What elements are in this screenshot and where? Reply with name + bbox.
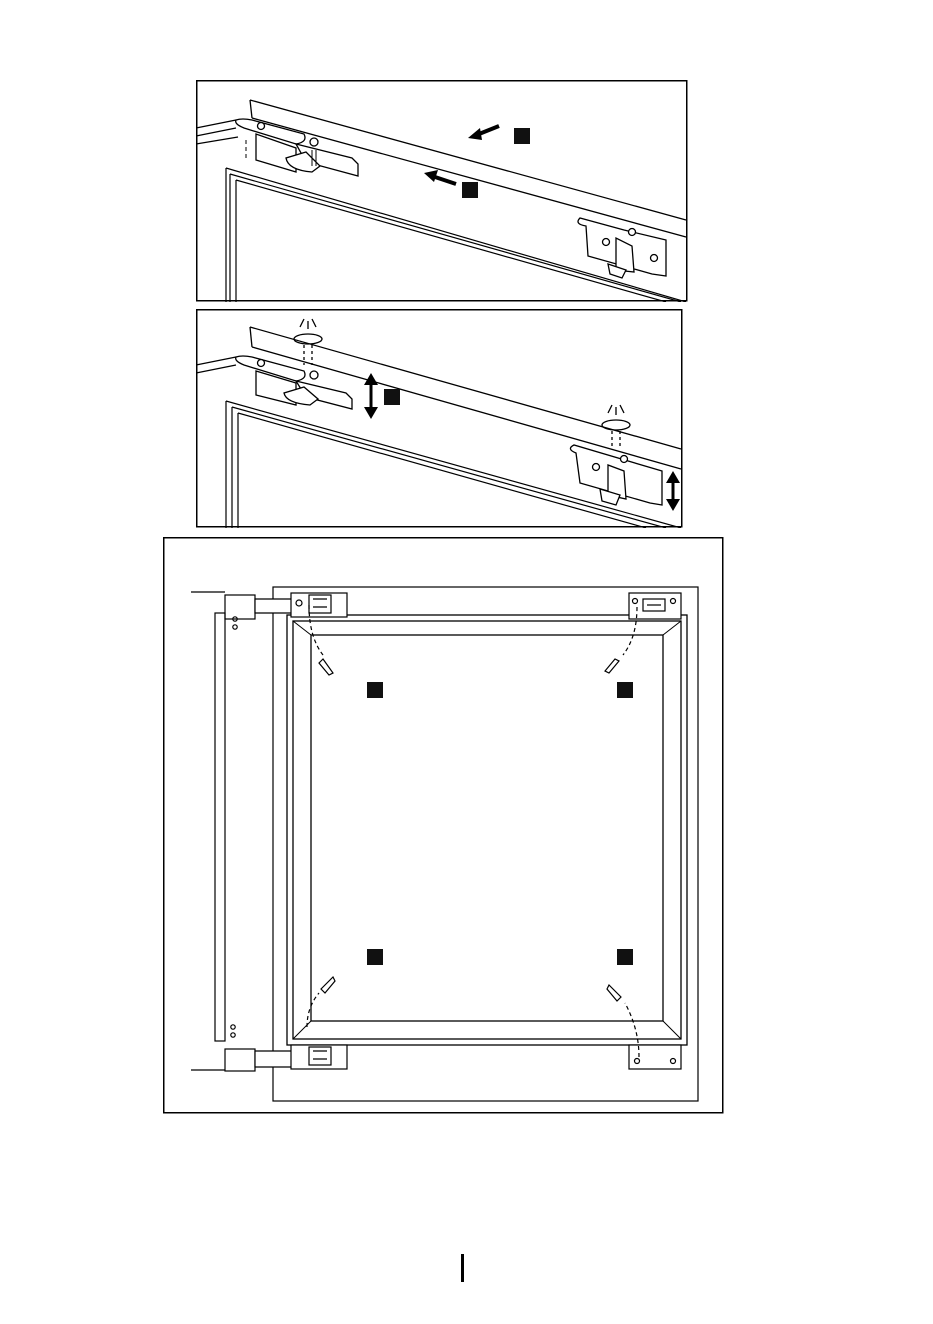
step-marker-icon	[462, 182, 478, 198]
hinge-bottom-right	[629, 1045, 681, 1069]
step-marker-icon	[384, 389, 400, 405]
page-separator-bar	[461, 1254, 464, 1282]
step-marker-icon	[617, 949, 633, 965]
step-marker-icon	[367, 949, 383, 965]
step-marker-icon	[514, 128, 530, 144]
hinge-alignment-diagram	[196, 80, 688, 302]
step-marker-icon	[367, 682, 383, 698]
hinge-height-adjustment-panel	[196, 309, 683, 528]
door-front-panel	[163, 537, 724, 1115]
step-marker-icon	[617, 682, 633, 698]
panel-frame	[164, 538, 723, 1113]
hinge-alignment-panel	[196, 80, 688, 302]
hinge-height-adjustment-diagram	[196, 309, 683, 528]
door-front-diagram	[163, 537, 724, 1115]
